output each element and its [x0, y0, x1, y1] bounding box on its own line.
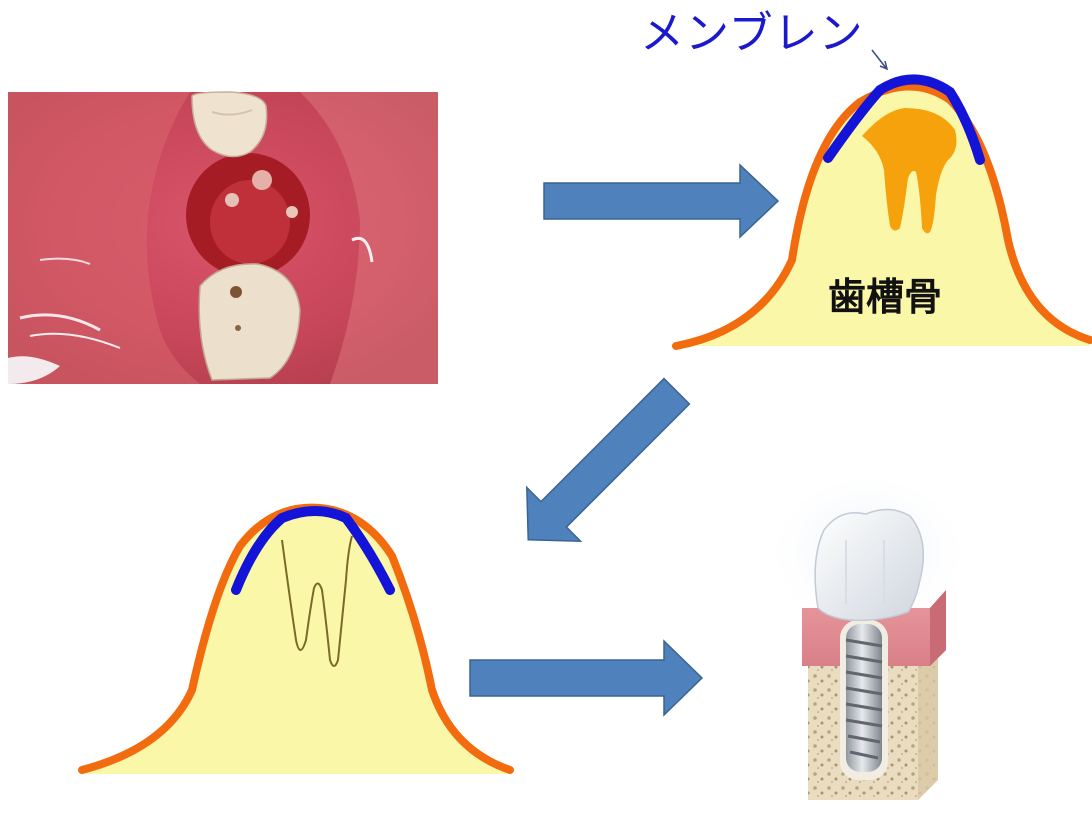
arrow-right-1	[544, 165, 778, 237]
arrow-down-left	[501, 364, 703, 566]
membrane-label: メンブレン	[640, 4, 864, 64]
alveolar-bone-label: 歯槽骨	[828, 272, 942, 322]
dental-implant-illustration	[772, 480, 964, 800]
arrow-right-2	[470, 641, 702, 715]
photo-extraction-socket	[8, 92, 438, 384]
ridge-diagram-healed	[82, 508, 510, 774]
